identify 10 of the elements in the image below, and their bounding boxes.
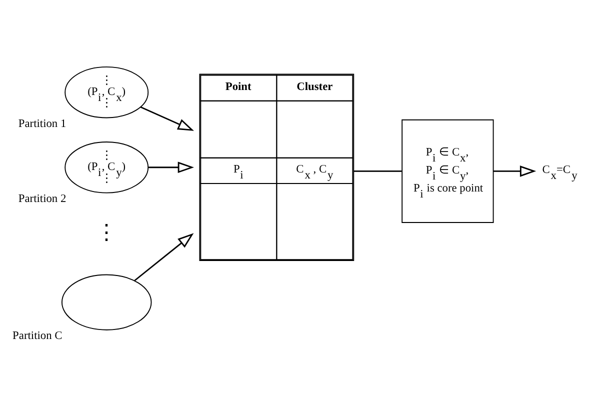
node-label: Partition C: [12, 330, 62, 342]
label: ⋮: [96, 220, 118, 244]
arrow: [148, 162, 194, 174]
connector: [354, 170, 402, 172]
arrow: [134, 233, 194, 282]
node-label: Partition 1: [18, 118, 66, 130]
node-ellipse: [61, 274, 152, 330]
node-label: Partition 2: [18, 193, 66, 206]
arrow: [140, 106, 194, 131]
arrow: [493, 166, 536, 177]
